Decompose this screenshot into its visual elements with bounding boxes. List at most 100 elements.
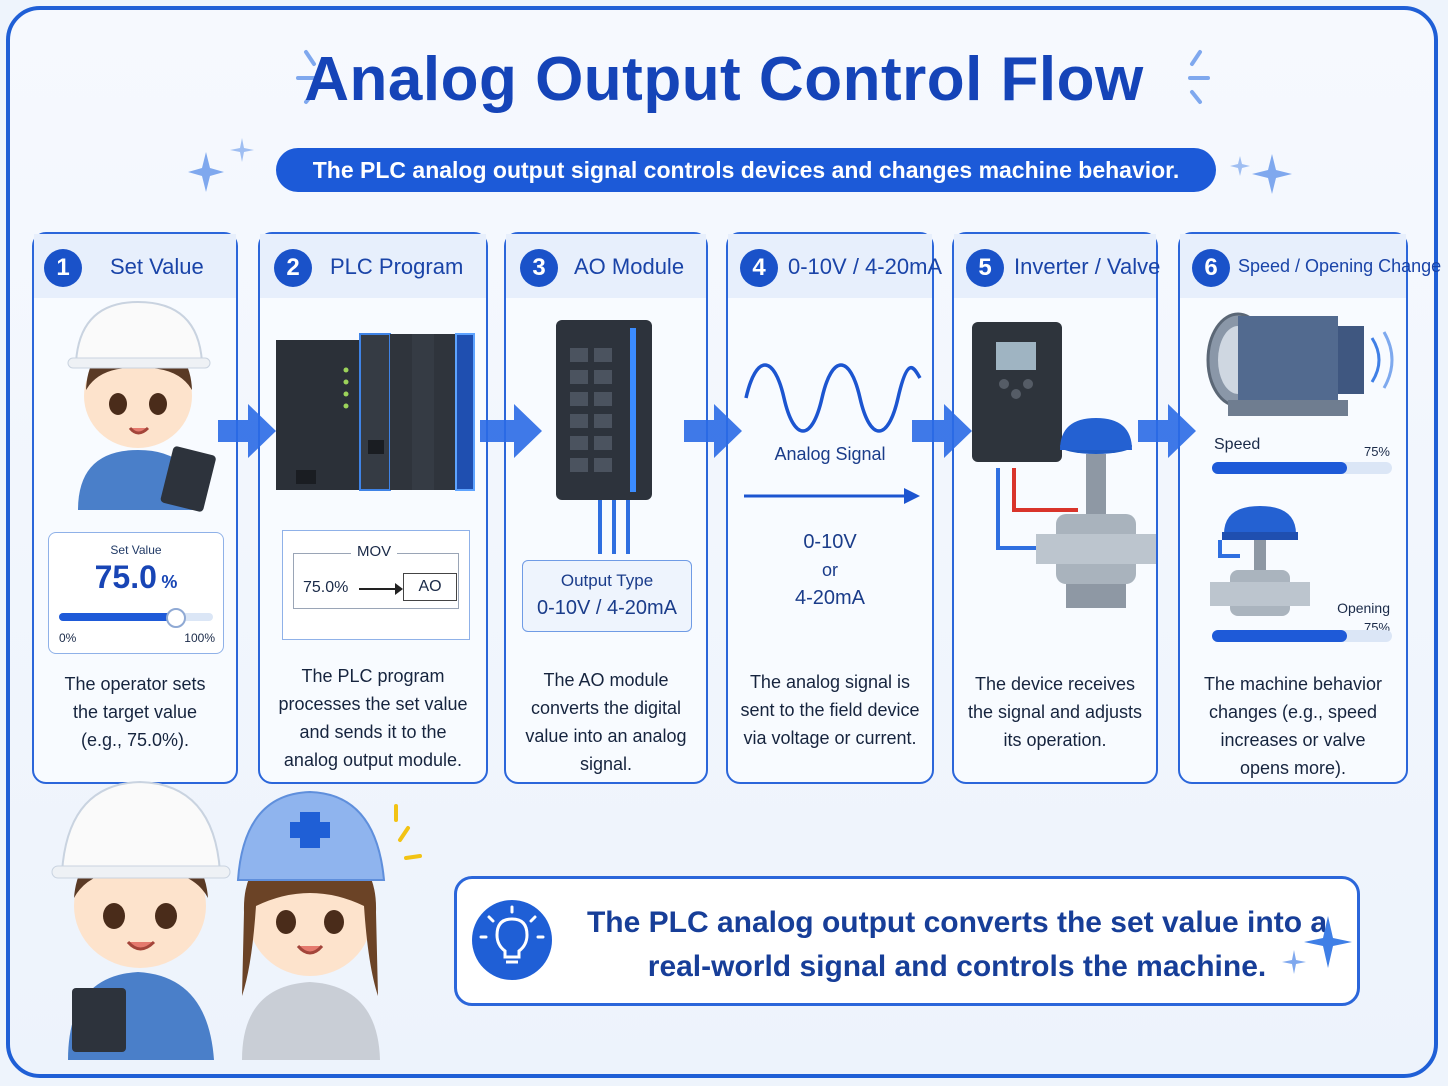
step-card-speed-opening: 6 Speed / Opening Change Speed 75% Openi… xyxy=(1178,232,1442,784)
flow-arrow-icon xyxy=(1138,404,1196,458)
step-card-signal: 4 0-10V / 4-20mA Analog Signal 0-10V or … xyxy=(726,232,943,784)
sparkle-lines-icon xyxy=(1188,50,1210,104)
subtitle-banner: The PLC analog output signal controls de… xyxy=(276,148,1216,192)
step-title: Speed / Opening Change xyxy=(1238,256,1442,276)
opening-label: Opening xyxy=(1337,600,1390,616)
step-description: The AO module converts the digital value… xyxy=(514,666,698,778)
step-number: 4 xyxy=(740,249,778,287)
arrow-right-icon xyxy=(359,583,403,595)
flow-arrow-icon xyxy=(480,404,542,458)
description-line: The AO module xyxy=(543,670,669,690)
step-description: The analog signal is sent to the field d… xyxy=(736,668,924,752)
analog-signal-label: Analog Signal xyxy=(774,444,886,464)
description-line: signal. xyxy=(579,754,633,774)
step-description: The PLC program processes the set value … xyxy=(268,662,478,774)
set-value-readout: 75.0 % xyxy=(49,559,223,596)
star-sparkle-icon xyxy=(1282,916,1352,974)
description-line: The PLC program xyxy=(301,666,445,686)
speed-progress-bar xyxy=(1212,462,1392,474)
flow-arrow-icon xyxy=(684,404,742,458)
ao-module-illustration xyxy=(556,320,652,554)
description-line: the signal and adjusts xyxy=(967,702,1143,722)
step-card-ao-module: 3 AO Module Output Type 0-10V / 4-20mA T… xyxy=(504,232,708,784)
description-line: changes (e.g., speed xyxy=(1208,702,1378,722)
card-header: 1 Set Value xyxy=(34,234,236,298)
control-valve-illustration xyxy=(1210,506,1310,616)
step-description: The device receives the signal and adjus… xyxy=(962,670,1148,754)
step-number: 6 xyxy=(1192,249,1230,287)
card-header: 4 0-10V / 4-20mA xyxy=(728,234,943,298)
description-line: The device receives xyxy=(974,674,1136,694)
motor-fan-illustration xyxy=(1206,312,1394,416)
card-header: 6 Speed / Opening Change xyxy=(1180,234,1442,298)
signal-direction-arrow-icon xyxy=(744,488,920,504)
step-number: 1 xyxy=(44,249,82,287)
opening-progress-bar xyxy=(1212,630,1392,642)
set-value-label: Set Value xyxy=(110,543,162,557)
set-value-panel: Set Value 75.0 % 0% 100% xyxy=(48,532,224,654)
step-title: Inverter / Valve xyxy=(1014,254,1161,279)
sine-wave-icon xyxy=(744,363,922,433)
summary-callout: The PLC analog output converts the set v… xyxy=(454,876,1360,1006)
step-title: 0-10V / 4-20mA xyxy=(788,254,943,279)
description-line: value into an analog xyxy=(525,726,687,746)
star-sparkle-icon xyxy=(1230,154,1292,194)
description-line: increases or valve xyxy=(1220,730,1366,750)
star-sparkle-icon xyxy=(188,138,254,192)
summary-line: real-world signal and controls the machi… xyxy=(647,950,1267,983)
sparkle-lines-icon xyxy=(296,50,318,104)
speed-progress-fill xyxy=(1212,462,1347,474)
step-number: 3 xyxy=(520,249,558,287)
description-line: sent to the field device xyxy=(740,700,920,720)
mov-instruction-panel: MOV 75.0% AO xyxy=(282,530,470,640)
description-line: The analog signal is xyxy=(749,672,911,692)
step-card-plc-program: 2 PLC Program MOV 75.0% AO The PLC progr… xyxy=(258,232,488,784)
signal-voltage: 0-10V xyxy=(803,531,857,553)
inverter-and-valve-illustration xyxy=(972,322,1156,608)
operator-with-tablet-illustration xyxy=(67,300,216,512)
slider-handle[interactable] xyxy=(165,608,186,628)
step-number: 2 xyxy=(274,249,312,287)
step-description: The operator sets the target value (e.g.… xyxy=(42,670,228,754)
signal-or: or xyxy=(821,560,838,580)
card-header: 5 Inverter / Valve xyxy=(954,234,1161,298)
description-line: The operator sets xyxy=(64,674,206,694)
signal-types: 0-10V or 4-20mA xyxy=(728,528,932,612)
description-line: via voltage or current. xyxy=(743,728,917,748)
set-value-number: 75.0 xyxy=(94,559,157,595)
set-value-slider-track[interactable] xyxy=(59,608,213,628)
set-value-unit: % xyxy=(161,572,178,592)
description-line: converts the digital xyxy=(530,698,682,718)
lightbulb-icon xyxy=(472,900,552,980)
card-header: 3 AO Module xyxy=(506,234,706,298)
engineers-illustration xyxy=(51,780,422,1060)
step-title: AO Module xyxy=(574,254,685,279)
step-title: PLC Program xyxy=(330,254,464,279)
slider-max-label: 100% xyxy=(184,631,215,645)
flow-arrow-icon xyxy=(912,404,972,458)
slider-min-label: 0% xyxy=(59,631,77,645)
description-line: and sends it to the xyxy=(299,722,447,742)
step-number: 5 xyxy=(966,249,1004,287)
summary-line: The PLC analog output converts the set v… xyxy=(586,906,1328,939)
speed-value: 75% xyxy=(1363,444,1390,459)
card-header: 2 PLC Program xyxy=(260,234,486,298)
description-line: opens more). xyxy=(1239,758,1347,778)
step-description: The machine behavior changes (e.g., spee… xyxy=(1188,670,1398,782)
step-card-set-value: 1 Set Value Set Value 75.0 % 0% 100% The… xyxy=(32,232,238,784)
summary-text: The PLC analog output converts the set v… xyxy=(569,901,1345,989)
description-line: the target value xyxy=(72,702,198,722)
output-type-panel: Output Type 0-10V / 4-20mA xyxy=(522,560,692,632)
step-title: Set Value xyxy=(110,254,204,279)
page-title: Analog Output Control Flow xyxy=(304,45,1144,114)
opening-progress-fill xyxy=(1212,630,1347,642)
speed-label: Speed xyxy=(1214,436,1261,453)
output-type-value: 0-10V / 4-20mA xyxy=(536,597,678,619)
mov-instruction-label: MOV xyxy=(351,543,398,560)
step-card-inverter-valve: 5 Inverter / Valve The device receives t… xyxy=(952,232,1161,784)
description-line: processes the set value xyxy=(278,694,468,714)
flow-arrow-icon xyxy=(218,404,276,458)
description-line: (e.g., 75.0%). xyxy=(80,730,190,750)
signal-current: 4-20mA xyxy=(794,587,866,609)
plc-rack-illustration xyxy=(276,333,475,491)
